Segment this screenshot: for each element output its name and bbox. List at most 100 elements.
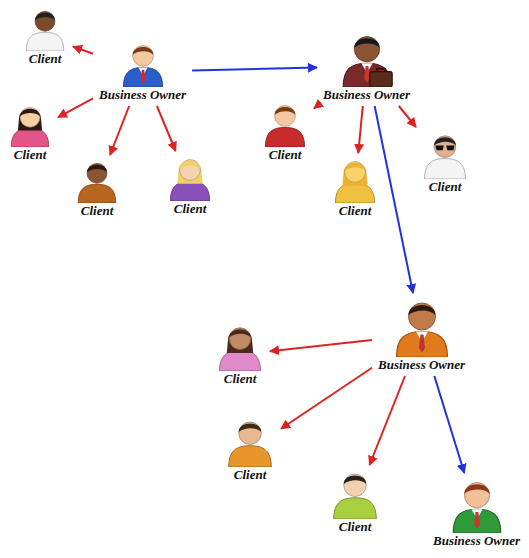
person-head [87,163,107,183]
person-illustration [8,103,52,147]
node-label: Business Owner [433,533,520,548]
briefcase-handle [376,69,384,72]
hair [275,107,296,115]
person-head [344,474,367,497]
person-illustration [421,131,469,179]
owner-node: Business Owner [375,296,468,373]
person-icon [220,328,261,371]
client-node: Client [164,154,216,217]
tie [364,66,370,83]
tie [140,70,145,84]
node-label: Client [429,179,462,194]
person-body [220,351,261,371]
person-icon [343,37,392,87]
arrow-connector [281,368,372,429]
node-label: Client [339,519,372,534]
client-node: Client [72,158,122,219]
hair [344,476,367,484]
person-illustration [339,31,395,87]
node-label: Client [339,203,372,218]
person-head [239,422,262,445]
arrow-connector [157,106,176,151]
client-node: Client [213,322,267,387]
hair [20,109,40,116]
arrow-connector [358,106,362,153]
hair [464,484,489,493]
node-label: Client [81,203,114,218]
client-node: Client [5,102,55,163]
owner-node: Business Owner [320,30,413,103]
node-label: Client [234,467,267,482]
arrow-connector [58,98,93,117]
node-label: Business Owner [99,87,186,102]
person-illustration [332,157,378,203]
person-illustration [120,41,166,87]
node-label: Business Owner [378,357,465,372]
hair [132,47,153,55]
person-icon [334,474,377,519]
person-head [229,328,251,350]
person-illustration [330,469,380,519]
person-head [464,483,489,508]
person-head [20,107,40,127]
person-body [229,446,272,467]
person-illustration [225,417,275,467]
person-icon [265,106,304,147]
person-icon [229,422,272,467]
tie [419,335,425,353]
person-head [354,37,379,62]
client-node: Client [222,416,278,483]
node-label: Client [224,371,257,386]
person-head [35,11,55,31]
arrow-connector [270,340,372,351]
arrow-connector [399,106,416,127]
person-body [453,509,501,533]
person-icon [170,160,209,201]
person-head [275,106,296,127]
client-node: Client [329,156,381,219]
owner-node: Business Owner [430,476,523,549]
hair [229,329,251,337]
arrow-connector [375,106,413,293]
person-illustration [216,323,264,371]
client-node: Client [327,468,383,535]
person-body [334,498,377,519]
person-icon [78,163,115,203]
person-head [434,136,456,158]
tie [474,512,480,529]
hair [345,163,366,171]
node-label: Client [29,51,62,66]
node-label: Business Owner [323,87,410,102]
person-icon [425,136,466,179]
arrow-connector [192,68,317,71]
client-node: Client [418,130,472,195]
node-label: Client [269,147,302,162]
person-icon [11,107,48,147]
owner-node: Business Owner [96,40,189,103]
hair [35,13,55,20]
hair [239,424,262,432]
person-illustration [262,101,308,147]
node-label: Client [14,147,47,162]
person-icon [396,303,447,357]
person-body [11,128,48,147]
client-node: Client [259,100,311,163]
person-body [396,332,447,358]
person-body [170,181,209,201]
person-icon [335,162,374,203]
hair [354,38,379,47]
person-body [425,159,466,179]
arrow-connector [434,376,464,473]
arrow-connector [73,47,93,54]
hair [180,161,201,169]
person-illustration [23,7,67,51]
briefcase [369,72,391,87]
person-head [408,303,435,330]
person-illustration [167,155,213,201]
arrow-connector [314,106,317,108]
person-illustration [392,297,452,357]
hair [87,165,107,172]
person-head [132,46,153,67]
arrow-connector [110,106,129,155]
